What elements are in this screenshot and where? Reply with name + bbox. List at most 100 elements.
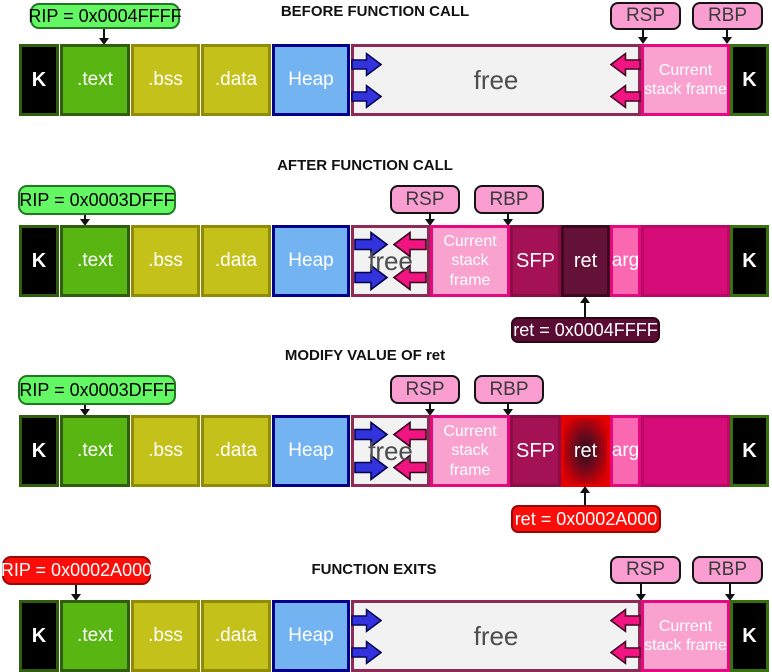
ret-value-label-modified: ret = 0x0002A000 <box>511 505 661 533</box>
arg-label: arg <box>611 440 640 461</box>
heap-growth-right-arrow-icon <box>351 640 382 665</box>
free-memory-cell: free <box>351 415 430 487</box>
data-segment-cell: .data <box>201 44 271 116</box>
section-title-after: AFTER FUNCTION CALL <box>277 157 453 174</box>
rsp-label: RSP <box>610 556 681 584</box>
rip-pointer-arrow <box>71 585 81 601</box>
stack-growth-left-arrow-icon <box>610 52 641 77</box>
memory-bar-modify: K .text .bss .data Heap free Current sta… <box>19 415 769 487</box>
heap-growth-right-arrow-icon <box>354 454 389 481</box>
ret-value-label: ret = 0x0004FFFF <box>511 317 660 343</box>
kernel-cell: K <box>19 415 59 487</box>
kernel-cell: K <box>730 415 769 487</box>
rbp-label: RBP <box>692 556 763 584</box>
arg-cell: arg <box>610 225 641 297</box>
sfp-cell: SFP <box>510 225 561 297</box>
free-label: free <box>368 435 413 466</box>
used-stack-cell <box>641 415 730 487</box>
sfp-label: SFP <box>516 249 555 272</box>
free-memory-cell: free <box>351 600 641 672</box>
heap-label: Heap <box>288 250 334 271</box>
bss-segment-label: .bss <box>148 440 183 461</box>
rbp-pointer-arrow <box>722 30 732 44</box>
text-segment-cell: .text <box>60 600 130 672</box>
heap-growth-right-arrow-icon <box>354 231 389 258</box>
data-segment-cell: .data <box>201 600 271 672</box>
data-segment-label: .data <box>214 440 258 461</box>
kernel-label: K <box>742 624 757 647</box>
free-memory-cell: free <box>351 44 641 116</box>
memory-bar-after: K .text .bss .data Heap free Current sta… <box>19 225 769 297</box>
rip-pointer-arrow <box>80 405 90 416</box>
heap-growth-right-arrow-icon <box>351 52 382 77</box>
heap-cell: Heap <box>272 44 350 116</box>
rip-pointer-arrow <box>80 215 90 226</box>
rsp-label: RSP <box>390 185 460 214</box>
heap-label: Heap <box>288 625 334 646</box>
kernel-cell: K <box>19 600 59 672</box>
heap-cell: Heap <box>272 415 350 487</box>
heap-growth-right-arrow-icon <box>354 264 389 291</box>
data-segment-cell: .data <box>201 225 271 297</box>
stack-growth-left-arrow-icon <box>610 640 641 665</box>
stack-growth-left-arrow-icon <box>392 454 427 481</box>
rbp-label: RBP <box>692 2 763 30</box>
rip-pointer-arrow <box>99 29 109 45</box>
rsp-pointer-arrow <box>425 214 435 226</box>
kernel-cell: K <box>19 44 59 116</box>
section-title-modify: MODIFY VALUE OF ret <box>284 347 446 364</box>
kernel-cell: K <box>730 44 769 116</box>
text-segment-label: .text <box>77 625 113 646</box>
heap-growth-right-arrow-icon <box>354 421 389 448</box>
kernel-label: K <box>742 439 757 462</box>
ret-label: ret <box>573 439 598 462</box>
text-segment-label: .text <box>77 69 113 90</box>
rbp-pointer-arrow <box>725 584 735 601</box>
bss-segment-cell: .bss <box>131 44 200 116</box>
rsp-pointer-arrow <box>425 404 435 416</box>
current-stack-frame-cell: Current stack frame <box>430 225 510 297</box>
data-segment-cell: .data <box>201 415 271 487</box>
text-segment-cell: .text <box>60 415 130 487</box>
heap-cell: Heap <box>272 225 350 297</box>
bss-segment-cell: .bss <box>131 225 200 297</box>
ret-cell: ret <box>561 225 610 297</box>
arg-label: arg <box>611 250 640 271</box>
kernel-cell: K <box>730 600 769 672</box>
heap-cell: Heap <box>272 600 350 672</box>
rbp-pointer-arrow <box>503 214 513 226</box>
rbp-label: RBP <box>474 375 544 404</box>
heap-growth-right-arrow-icon <box>351 84 382 109</box>
rip-label-exit: RIP = 0x0002A000 <box>1 556 152 585</box>
rip-label-modify: RIP = 0x0003DFFF <box>18 375 176 405</box>
heap-label: Heap <box>288 69 334 90</box>
stack-growth-left-arrow-icon <box>392 421 427 448</box>
current-stack-frame-cell: Current stack frame <box>641 600 730 672</box>
ret-note-pointer-arrow <box>580 486 590 505</box>
kernel-cell: K <box>19 225 59 297</box>
used-stack-cell <box>641 225 730 297</box>
bss-segment-label: .bss <box>148 250 183 271</box>
data-segment-label: .data <box>214 625 258 646</box>
kernel-label: K <box>742 68 757 91</box>
free-label: free <box>368 245 413 276</box>
text-segment-label: .text <box>77 250 113 271</box>
bss-segment-label: .bss <box>148 625 183 646</box>
heap-growth-right-arrow-icon <box>351 608 382 633</box>
section-title-before: BEFORE FUNCTION CALL <box>280 3 470 20</box>
kernel-label: K <box>742 249 757 272</box>
sfp-cell: SFP <box>510 415 561 487</box>
stack-growth-left-arrow-icon <box>610 84 641 109</box>
current-stack-frame-label: Current stack frame <box>644 61 727 98</box>
text-segment-cell: .text <box>60 44 130 116</box>
arg-cell: arg <box>610 415 641 487</box>
text-segment-cell: .text <box>60 225 130 297</box>
bss-segment-cell: .bss <box>131 415 200 487</box>
current-stack-frame-cell: Current stack frame <box>641 44 730 116</box>
free-memory-cell: free <box>351 225 430 297</box>
kernel-label: K <box>31 439 47 462</box>
sfp-label: SFP <box>516 439 555 462</box>
current-stack-frame-cell: Current stack frame <box>430 415 510 487</box>
ret-label: ret <box>573 249 598 272</box>
data-segment-label: .data <box>214 250 258 271</box>
